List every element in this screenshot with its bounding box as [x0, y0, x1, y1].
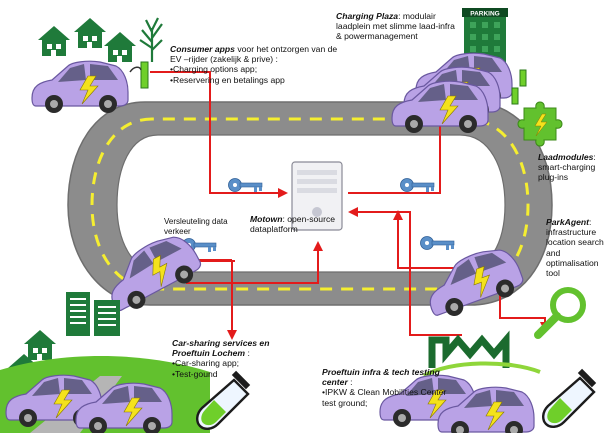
proeftuin-bullet-1: IPKW & Clean Mobilities Center test grou… [322, 387, 450, 407]
city-buildings-icon [66, 292, 120, 336]
parkagent-description: : infrastructure location search and opt… [546, 217, 604, 279]
server-icon [291, 161, 343, 231]
houses-top-left-icon [38, 18, 136, 62]
parkagent-title: ParkAgent [546, 217, 589, 227]
charging-plug-icon [129, 61, 149, 89]
laadmodules-label: Laadmodules: smart-charging plug-ins [538, 152, 610, 183]
consumer-apps-label: Consumer apps voor het ontzorgen van de … [170, 44, 340, 85]
car-sharing-bullet-1: Car-sharing app; [172, 358, 302, 368]
car-sharing-bullet-2: Test-gound [172, 369, 302, 379]
car-sharing-title: Car-sharing services en Proeftuin Lochem [172, 338, 270, 359]
charging-plaza-title: Charging Plaza [336, 11, 399, 21]
tree-icon [139, 17, 163, 62]
consumer-apps-bullet-1: Charging options app; [170, 64, 340, 74]
proeftuin-colon: : [347, 377, 353, 388]
laadmodules-description: : smart-charging plug-ins [538, 152, 596, 183]
magnifier-icon [534, 287, 586, 339]
test-tube-right-icon [542, 367, 598, 428]
versleuteling-label: Versleuteling data verkeer [164, 217, 228, 236]
parking-sign-text: PARKING [470, 11, 500, 18]
car-sharing-colon: : [245, 348, 250, 359]
charging-plaza-description: : modulair laadplein met slimme laad-inf… [336, 11, 455, 42]
consumer-apps-description: voor het ontzorgen van de EV –rijder (za… [170, 44, 338, 65]
consumer-car-icon [31, 60, 129, 114]
motown-label: Motown: open-source dataplatform [250, 214, 370, 234]
proeftuin-title: Proeftuin infra & tech testing center [322, 367, 440, 388]
motown-title: Motown [250, 214, 283, 224]
plaza-plugs-icon [511, 69, 527, 105]
motown-description: : open-source dataplatform [250, 214, 336, 235]
car-sharing-label: Car-sharing services en Proeftuin Lochem… [172, 338, 302, 379]
proeftuin-label: Proeftuin infra & tech testing center : … [322, 367, 450, 408]
parkagent-label: ParkAgent: infrastructure location searc… [546, 217, 612, 278]
charging-plaza-label: Charging Plaza: modulair laadplein met s… [336, 11, 456, 42]
puzzle-piece-icon [517, 101, 563, 147]
plaza-car-icon-3 [391, 80, 489, 134]
factory-logo-icon [422, 330, 541, 378]
consumer-apps-title: Consumer apps [170, 44, 235, 54]
laadmodules-title: Laadmodules [538, 152, 594, 162]
consumer-apps-bullet-2: Reservering en betalings app [170, 75, 340, 85]
